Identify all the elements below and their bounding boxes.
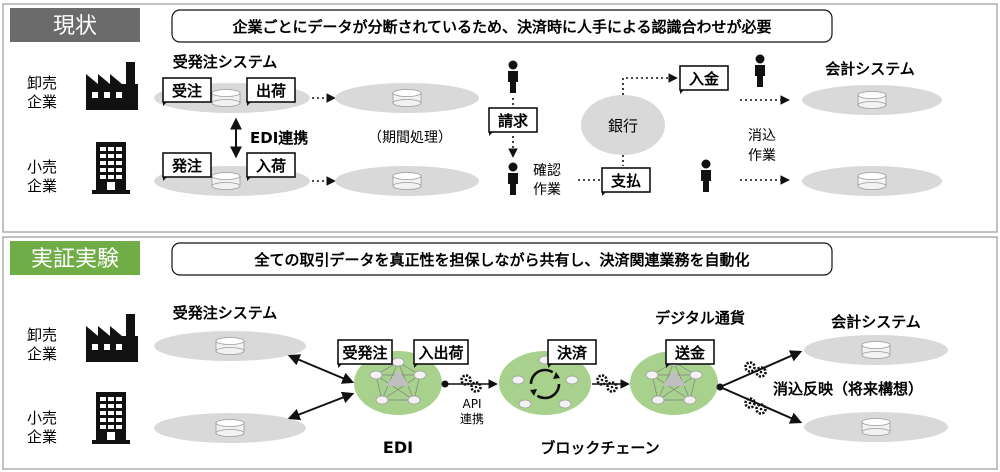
branch-arrow (719, 350, 803, 388)
tag-receiving: 入荷 (246, 152, 296, 182)
tag-remit: 送金 (665, 339, 715, 369)
tag-order-placed: 発注 (162, 152, 212, 182)
database-icon (211, 172, 241, 190)
poc-wholesaler-label-line2: 企業 (27, 345, 57, 363)
retailer-label-line2: 企業 (27, 177, 57, 195)
current-order-system-title: 受発注システム (173, 53, 278, 71)
svg-text:決済: 決済 (557, 344, 588, 362)
database-icon (215, 337, 245, 355)
current-state-panel: 現状 企業ごとにデータが分断されているため、決済時に人手による認識合わせが必要 … (2, 3, 998, 233)
poc-headline-box (171, 242, 833, 276)
reconcile-label-line2: 作業 (748, 148, 776, 164)
poc-tab (10, 241, 140, 275)
current-tab (10, 8, 140, 42)
svg-text:受発注: 受発注 (342, 344, 387, 362)
database-icon (861, 418, 891, 436)
tag-order-received: 受注 (162, 77, 212, 107)
svg-text:送金: 送金 (674, 344, 706, 362)
digital-currency-network (630, 351, 718, 415)
confirm-label-line2: 作業 (533, 182, 561, 198)
poc-tab-label: 実証実験 (31, 247, 119, 272)
database-icon (392, 172, 422, 190)
confirm-label-line1: 確認 (533, 163, 561, 179)
bidirectional-arrow (287, 354, 355, 384)
database-icon (211, 89, 241, 107)
building-icon (92, 142, 130, 194)
current-accounting-title: 会計システム (825, 60, 915, 78)
poc-retailer-label-line2: 企業 (27, 428, 57, 446)
period-processing-label: （期間処理） (368, 130, 452, 146)
blockchain-label: ブロックチェーン (540, 439, 659, 457)
dotted-flow-arrow (622, 73, 678, 95)
bidirectional-arrow (287, 391, 355, 421)
blockchain-network (499, 351, 591, 415)
bank-label: 銀行 (608, 117, 638, 135)
current-headline: 企業ごとにデータが分断されているため、決済時に人手による認識合わせが必要 (231, 18, 771, 36)
svg-text:入荷: 入荷 (256, 157, 286, 175)
edi-link-label: EDI連携 (250, 129, 308, 147)
svg-text:受注: 受注 (172, 82, 202, 100)
tag-invoice: 請求 (488, 107, 538, 137)
database-icon (857, 91, 887, 109)
database-icon (392, 89, 422, 107)
database-icon (215, 419, 245, 437)
reconcile-label-line1: 消込 (748, 128, 776, 144)
retailer-label-line1: 小売 (27, 158, 57, 176)
bank-node (581, 95, 665, 155)
tag-shipping: 出荷 (246, 77, 296, 107)
svg-text:発注: 発注 (171, 157, 202, 175)
svg-text:出荷: 出荷 (256, 82, 286, 100)
svg-text:請求: 請求 (498, 112, 529, 130)
api-label-line1: API (463, 397, 482, 411)
poc-retailer-label-line1: 小売 (27, 409, 57, 427)
edi-label: EDI (383, 438, 413, 457)
api-label-line2: 連携 (460, 411, 484, 426)
tag-inout: 入出荷 (413, 339, 469, 368)
current-headline-box (171, 9, 833, 43)
svg-text:入出荷: 入出荷 (418, 344, 463, 362)
building-icon (92, 392, 130, 444)
database-icon (861, 341, 891, 359)
wholesaler-label-line2: 企業 (27, 93, 57, 111)
tag-order: 受発注 (337, 339, 393, 368)
poc-wholesaler-label-line1: 卸売 (27, 326, 57, 344)
poc-accounting-title: 会計システム (831, 313, 921, 331)
svg-text:入金: 入金 (689, 70, 720, 88)
digital-currency-title: デジタル通貨 (655, 309, 745, 327)
reconcile-future-label: 消込反映（将来構想） (773, 380, 923, 398)
database-icon (857, 172, 887, 190)
wholesaler-label-line1: 卸売 (27, 74, 57, 92)
poc-panel: 実証実験 全ての取引データを真正性を担保しながら共有し、決済関連業務を自動化 卸… (2, 236, 998, 470)
edi-network (354, 351, 442, 415)
svg-text:支払: 支払 (610, 172, 641, 190)
current-tab-label: 現状 (53, 14, 97, 39)
poc-order-system-title: 受発注システム (173, 304, 278, 322)
tag-settlement: 決済 (547, 339, 597, 369)
poc-headline: 全ての取引データを真正性を担保しながら共有し、決済関連業務を自動化 (253, 251, 749, 269)
tag-deposit: 入金 (679, 65, 729, 95)
tag-payment: 支払 (601, 167, 651, 197)
